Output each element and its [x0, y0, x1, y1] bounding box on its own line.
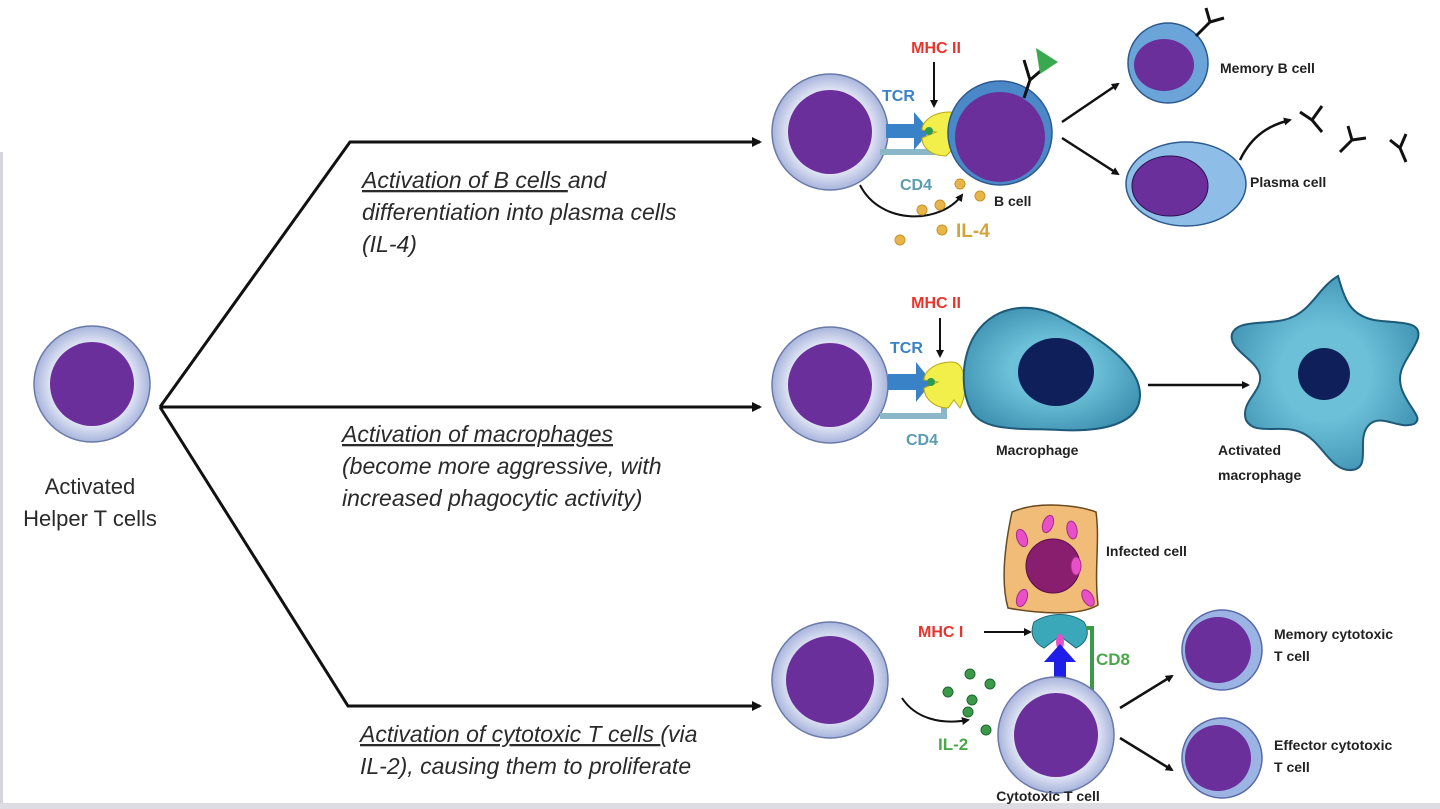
infected-cell: [1003, 504, 1099, 614]
mhc-ii-label-m: MHC II: [911, 295, 961, 312]
helper-t-label-line1: Activated: [45, 474, 136, 499]
macrophage: [962, 306, 1142, 432]
svg-text:Activation of B cells and: Activation of B cells and: [360, 167, 607, 193]
desc-cytotoxic-rest: (via: [660, 721, 697, 747]
desc-cytotoxic-underlined: Activation of cytotoxic T cells: [358, 721, 660, 747]
cd8-label: CD8: [1096, 650, 1130, 669]
desc-macrophage-line3: increased phagocytic activity): [342, 485, 642, 511]
memory-b-cell: [1127, 7, 1225, 104]
il2-label: IL-2: [938, 735, 968, 754]
activated-macrophage-label-line2: macrophage: [1218, 467, 1301, 483]
frame-left-edge: [0, 152, 3, 809]
desc-macrophage: Activation of macrophages (become more a…: [340, 421, 662, 511]
desc-b-cell-rest: and: [568, 167, 608, 193]
tcr-label-m: TCR: [890, 340, 923, 357]
effector-cytotoxic-label-line2: T cell: [1274, 759, 1310, 775]
il4-label: IL-4: [956, 221, 990, 242]
cd4-label-b: CD4: [900, 177, 932, 194]
helper-t-cell-b: [771, 73, 889, 191]
tcr-receptor-b: [886, 112, 930, 150]
infected-cell-label: Infected cell: [1106, 543, 1187, 559]
secreted-antibodies: [1299, 105, 1408, 163]
activated-macrophage-label-line1: Activated: [1218, 442, 1281, 458]
effector-cytotoxic-t-cell: [1181, 717, 1263, 799]
desc-macrophage-line2: (become more aggressive, with: [342, 453, 662, 479]
cd8-connector: [1086, 626, 1094, 690]
tcr-label-b: TCR: [882, 88, 915, 105]
tcr-receptor-m: [888, 362, 932, 402]
il2-secretion-arrow: [901, 697, 970, 725]
mhc-i-label: MHC I: [918, 624, 963, 641]
effector-cytotoxic-label-line1: Effector cytotoxic: [1274, 737, 1392, 753]
pathway-macrophage: MHC II TCR CD4 Macrophage Activated macr…: [771, 274, 1420, 483]
macrophage-label: Macrophage: [996, 442, 1079, 458]
pathway-b-cell: MHC II TCR CD4 B cell IL-4: [771, 7, 1408, 246]
desc-macrophage-underlined: Activation of macrophages: [340, 421, 614, 447]
helper-t-label-line2: Helper T cells: [23, 506, 157, 531]
memory-cytotoxic-label-line1: Memory cytotoxic: [1274, 626, 1393, 642]
il4-secretion-arrow: [859, 184, 964, 218]
mhc-ii-label-b: MHC II: [911, 40, 961, 57]
frame-bottom-edge: [0, 803, 1440, 809]
branch-arrows: [158, 137, 762, 711]
arrow-to-b-cell: [158, 137, 762, 408]
pathway-cytotoxic: IL-2 Infected cell MHC I: [771, 504, 1393, 804]
cd4-label-m: CD4: [906, 432, 938, 449]
activated-macrophage: [1230, 274, 1420, 472]
desc-b-cell-line2: differentiation into plasma cells: [362, 199, 677, 225]
il4-particles: [894, 178, 986, 246]
helper-t-cell-c: [771, 621, 889, 739]
plasma-cell-label: Plasma cell: [1250, 174, 1326, 190]
b-cell-label: B cell: [994, 193, 1031, 209]
plasma-cell: [1125, 141, 1247, 227]
svg-text:Activation of cytotoxic T cell: Activation of cytotoxic T cells (via: [358, 721, 697, 747]
desc-b-cell: Activation of B cells and differentiatio…: [360, 167, 677, 257]
desc-cytotoxic: Activation of cytotoxic T cells (via IL-…: [358, 721, 697, 779]
memory-b-cell-label: Memory B cell: [1220, 60, 1315, 76]
memory-cytotoxic-t-cell: [1181, 609, 1263, 691]
desc-b-cell-line3: (IL-4): [362, 231, 417, 257]
il2-particles: [942, 668, 996, 736]
helper-t-cell-m: [771, 326, 889, 444]
cytotoxic-t-cell: [997, 676, 1115, 794]
cytotoxic-t-cell-label: Cytotoxic T cell: [996, 788, 1099, 804]
b-cell: [947, 80, 1053, 186]
desc-b-cell-underlined: Activation of B cells: [360, 167, 568, 193]
arrow-to-cytotoxic: [158, 406, 762, 711]
helper-t-cell: [33, 325, 151, 443]
memory-cytotoxic-label-line2: T cell: [1274, 648, 1310, 664]
antigen-icon: [1036, 48, 1058, 74]
mhc-i-molecule: [1031, 614, 1088, 649]
desc-cytotoxic-line2: IL-2), causing them to proliferate: [360, 753, 691, 779]
